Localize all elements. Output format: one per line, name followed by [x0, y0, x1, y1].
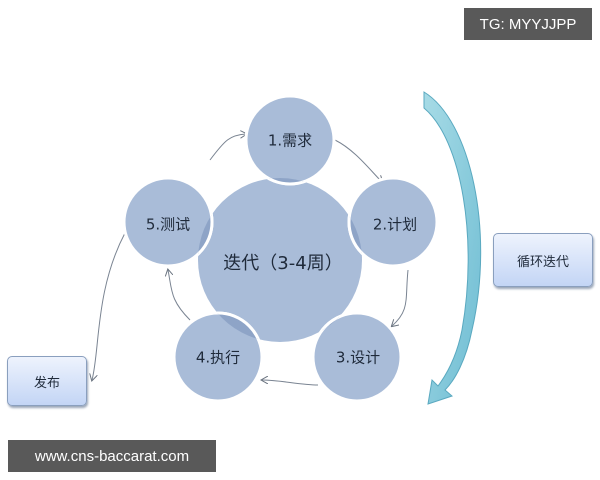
- arrow-req-to-plan: [334, 139, 382, 182]
- arrow-exec-to-test: [168, 270, 191, 321]
- center-circle: [198, 178, 362, 342]
- node-label-design: 3.设计: [335, 348, 381, 367]
- arrow-plan-to-design: [392, 269, 409, 326]
- arrow-test-to-req: [209, 134, 246, 161]
- node-label-requirements: 1.需求: [267, 131, 313, 150]
- node-label-execute: 4.执行: [195, 348, 241, 367]
- watermark-top: TG: MYYJJPP: [464, 8, 592, 40]
- release-label: 发布: [33, 375, 60, 391]
- arrow-test-to-release: [92, 232, 126, 380]
- loop-iteration-label: 循环迭代: [516, 254, 569, 270]
- release-box: 发布: [7, 356, 87, 406]
- loop-iteration-box: 循环迭代: [493, 233, 593, 287]
- node-label-test: 5.测试: [145, 215, 191, 234]
- node-label-plan: 2.计划: [372, 215, 418, 234]
- arrow-design-to-exec: [262, 380, 319, 386]
- node-design: [311, 311, 403, 403]
- center-label: 迭代（3-4周）: [223, 253, 343, 274]
- loop-arrow-icon: [423, 91, 482, 405]
- watermark-bottom: www.cns-baccarat.com: [8, 440, 216, 472]
